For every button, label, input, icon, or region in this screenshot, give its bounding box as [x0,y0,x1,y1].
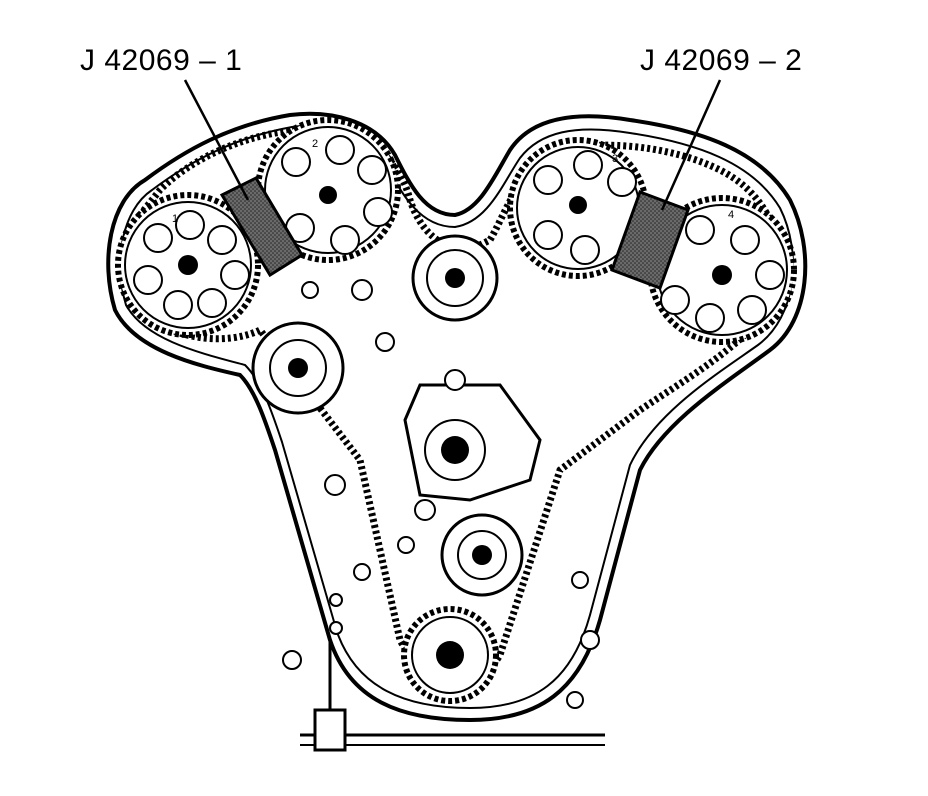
callout-tool-j42069-2: J 42069 – 2 [640,44,803,77]
cam-sprocket-1: 1 [115,192,261,338]
cam-sprocket-2: 2 [255,117,401,263]
leader-line-2 [660,79,722,211]
timing-belt [124,125,785,680]
camshaft-holding-tool-1 [219,176,305,278]
cam-sprocket-3: 3 [507,137,649,279]
camshaft-holding-tool-2 [610,190,690,290]
oil-pan-bracket [300,640,605,752]
water-pump [403,369,542,521]
callout-tool-j42069-1: J 42069 – 1 [80,44,243,77]
crankshaft-sprocket [401,606,499,704]
cam-sprocket-4: 4 [647,195,797,345]
sprocket-number-2: 2 [312,138,318,150]
leader-line-1 [183,79,250,201]
sprocket-number-4: 4 [728,209,734,221]
idler-pulley-lower [440,513,524,597]
sprocket-number-1: 1 [172,213,178,225]
cover-bolts [282,279,600,709]
tensioner-pulley [251,321,345,415]
idler-pulley-upper [411,234,499,322]
timing-cover-outline [106,111,808,723]
sprocket-number-3: 3 [612,153,618,165]
